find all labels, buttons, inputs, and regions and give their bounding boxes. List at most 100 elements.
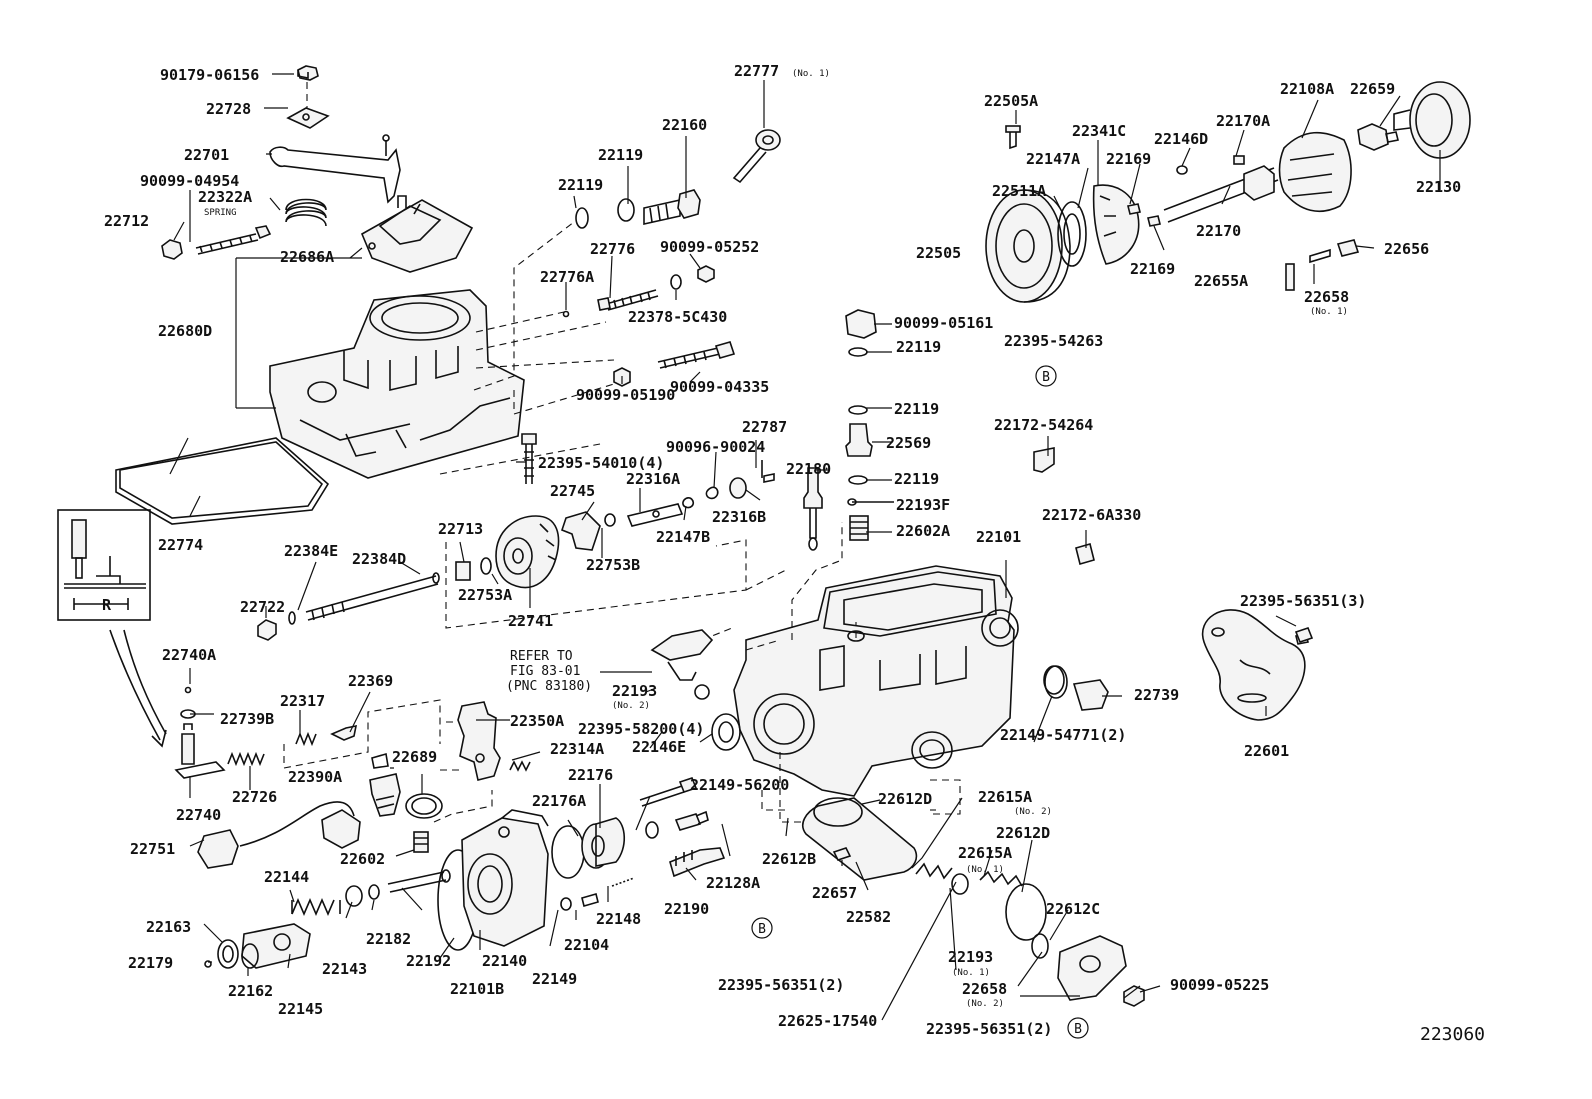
lever-22745 (561, 511, 601, 551)
bolt-22395-58200 (639, 777, 698, 807)
part-label: 22612B (762, 850, 816, 868)
screw-22656 (1336, 239, 1360, 257)
svg-text:B: B (758, 922, 766, 937)
part-label: 22395-56351(2) (718, 976, 844, 994)
part-label: 22160 (662, 116, 707, 134)
shaft-22192 (387, 869, 451, 893)
part-label: 22505A (984, 92, 1038, 110)
nut-90179 (297, 65, 319, 81)
coupling-22108A (1278, 131, 1352, 213)
part-label: 22316B (712, 508, 766, 526)
part-label: 22689 (392, 748, 437, 766)
part-label: 22602A (896, 522, 950, 540)
fitting-22190 (669, 847, 726, 878)
part-label: 22726 (232, 788, 277, 806)
part-label: 90099-05161 (894, 314, 993, 332)
part-label: 22317 (280, 692, 325, 710)
part-number-labels: 90179-06156227282270190099-0495422322ASP… (102, 62, 1461, 1038)
part-label: 22739B (220, 710, 274, 728)
part-label: 22384D (352, 550, 406, 568)
part-label: 22612D (878, 790, 932, 808)
part-label: 22395-54010(4) (538, 454, 664, 472)
part-label: 22148 (596, 910, 641, 928)
washer-22119b (617, 198, 635, 222)
inset-detail (57, 509, 151, 621)
part-label: 90096-90024 (666, 438, 765, 456)
part-label: 22658 (962, 980, 1007, 998)
part-label: 22395-54263 (1004, 332, 1103, 350)
part-label: 22172-6A330 (1042, 506, 1141, 524)
callout-b-top: B (1035, 365, 1057, 387)
svg-text:FIG 83-01: FIG 83-01 (510, 664, 580, 679)
ring-22689 (405, 793, 443, 819)
part-label: 22316A (626, 470, 680, 488)
ring-22612D (1005, 883, 1047, 941)
part-label: 22350A (510, 712, 564, 730)
part-label: 22602 (340, 850, 385, 868)
valve-22569 (845, 423, 873, 457)
plate-22728 (286, 107, 330, 129)
lever-22777 (732, 129, 781, 184)
part-label: 22130 (1416, 178, 1461, 196)
lever-22350A (457, 701, 501, 781)
part-label: 22612D (996, 824, 1050, 842)
sensor-22751 (197, 801, 361, 869)
pin-22658 (1309, 248, 1331, 264)
spring-22144 (291, 897, 341, 917)
part-label: 22140 (482, 952, 527, 970)
part-label: 22625-17540 (778, 1012, 877, 1030)
part-label: 22147B (656, 528, 710, 546)
part-label: 22753A (458, 586, 512, 604)
bolt-90099-04954 (195, 225, 272, 255)
part-label: 22395-56351(3) (1240, 592, 1366, 610)
bolt-22160 (643, 189, 701, 225)
part-label: 22615A (958, 844, 1012, 862)
part-label: 22119 (896, 338, 941, 356)
washer-22149-54771 (1044, 665, 1068, 699)
seal-22146E (711, 713, 741, 751)
part-label: 22384E (284, 542, 338, 560)
part-label: 22179 (128, 954, 173, 972)
part-label: 22147A (1026, 150, 1080, 168)
shaft-22384D (305, 572, 440, 621)
part-label: 22686A (280, 248, 334, 266)
part-label: 22162 (228, 982, 273, 1000)
part-label: (No. 1) (1310, 307, 1348, 317)
part-label: 22108A (1280, 80, 1334, 98)
part-label: 22144 (264, 868, 309, 886)
part-label: 90099-05190 (576, 386, 675, 404)
part-label: SPRING (204, 208, 237, 218)
part-label: 22378-5C430 (628, 308, 727, 326)
figure-id: 223060 (1420, 1024, 1485, 1045)
part-label: 22655A (1194, 272, 1248, 290)
spring-22317 (295, 731, 317, 747)
part-label: 22728 (206, 100, 251, 118)
svg-text:REFER TO: REFER TO (510, 649, 573, 664)
nut-22712 (161, 239, 183, 260)
part-label: 22119 (894, 470, 939, 488)
bolt-90099-04335 (657, 341, 736, 369)
pin-22657 (832, 847, 852, 861)
part-label: 22569 (886, 434, 931, 452)
solenoid-22390A (369, 752, 401, 817)
svg-text:B: B (1042, 370, 1050, 385)
part-label: (No. 2) (966, 999, 1004, 1009)
part-label: 90099-04335 (670, 378, 769, 396)
part-label: 22314A (550, 740, 604, 758)
spring-22314A (509, 760, 531, 772)
part-label: (No. 1) (966, 865, 1004, 875)
part-label: 22119 (598, 146, 643, 164)
part-label: 22182 (366, 930, 411, 948)
nut-22722 (257, 619, 277, 641)
valve-22176 (581, 817, 626, 869)
part-label: 22753B (586, 556, 640, 574)
part-label: 22713 (438, 520, 483, 538)
gear-22659 (1357, 123, 1399, 151)
part-label: 22145 (278, 1000, 323, 1018)
callout-b-mid: B (751, 917, 773, 939)
part-label: 22149-54771(2) (1000, 726, 1126, 744)
part-label: 22582 (846, 908, 891, 926)
part-label: (No. 2) (1014, 807, 1052, 817)
part-label: 22341C (1072, 122, 1126, 140)
